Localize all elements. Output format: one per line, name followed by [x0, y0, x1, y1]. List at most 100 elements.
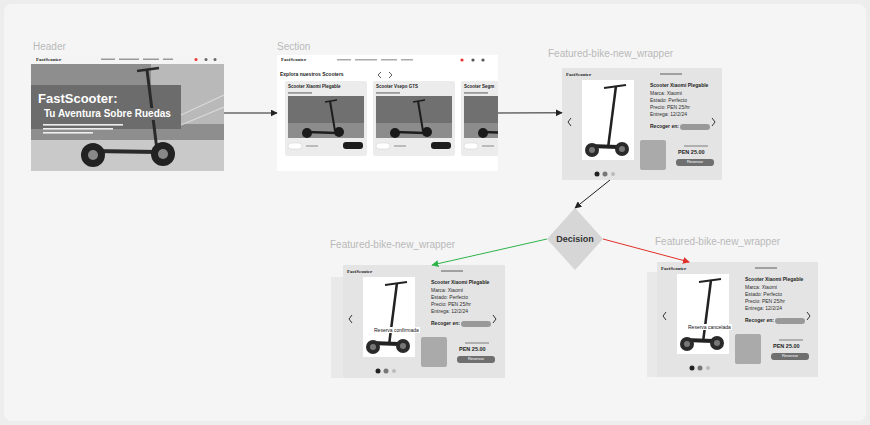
board	[4, 4, 866, 421]
frame-bg	[562, 68, 722, 180]
scooter-card: Scooter Xiaomi Plegable	[285, 81, 367, 156]
logo-text: FastScooter	[347, 269, 372, 275]
prev-chevron	[378, 72, 381, 78]
nav-bar	[381, 59, 397, 61]
nav-bar	[355, 59, 377, 61]
flow-arrow	[575, 180, 610, 208]
frame-heading: Featured-bike-new_wrapper	[330, 239, 455, 251]
flow-arrow	[498, 112, 562, 113]
nav-bar	[101, 59, 115, 61]
section-title: Explora nuestros Scooters	[280, 71, 344, 77]
spec-line: Marca: Xiaomi	[650, 90, 682, 96]
scooter-handlebar	[137, 68, 159, 71]
spec-line: Precio: PEN 25/hr	[745, 298, 785, 304]
frame-heading: Section	[277, 41, 310, 53]
logo-text: FastScooter	[281, 57, 306, 63]
button-label: Reservar	[771, 354, 809, 359]
status-message: Reserva cancelada	[687, 324, 732, 330]
nav-bar	[401, 59, 413, 61]
page-frame: Featured-bike-new_wrapperFastScooterScoo…	[562, 68, 722, 180]
spec-line: Precio: PEN 25/hr	[431, 301, 471, 307]
flow-arrow	[224, 113, 277, 114]
railing	[181, 95, 224, 115]
logo-text: FastScooter	[36, 57, 61, 63]
page-frame: SectionFastScooterExplora nuestros Scoot…	[277, 55, 498, 171]
wheel-hub	[88, 150, 98, 160]
page-frame: HeaderFastScooterFastScooter:Tu Aventura…	[31, 55, 224, 171]
price-text: PEN 25.00	[773, 343, 800, 350]
card-art	[461, 81, 498, 156]
nav-bar	[119, 59, 139, 61]
photo	[31, 64, 224, 171]
scooter-wheel	[151, 142, 175, 166]
nav-icon	[471, 58, 474, 61]
spec-line: Entrega: 12/2/24	[431, 308, 468, 314]
frame-heading: Featured-bike-new_wrapper	[548, 48, 673, 60]
hero-title: FastScooter:	[37, 91, 118, 107]
button-label: Reservar	[676, 160, 714, 165]
logo-text: FastScooter	[566, 72, 591, 78]
card-art	[461, 81, 498, 156]
product-title: Scooter Xiaomi Plegable	[650, 82, 708, 88]
frame-art	[349, 270, 496, 374]
decision-diamond: Decision	[547, 208, 603, 270]
diamond-outline	[547, 208, 603, 270]
frame-bg	[343, 265, 505, 378]
price-text: PEN 25.00	[459, 346, 486, 353]
spec-line: Entrega: 12/2/24	[745, 305, 782, 311]
nav-icon	[481, 58, 484, 61]
spec-line: Marca: Xiaomi	[431, 287, 463, 293]
spec-line: Estado: Perfecto	[431, 294, 468, 300]
spec-line: Precio: PEN 25/hr	[650, 104, 690, 110]
nav-bar	[143, 59, 159, 61]
scooter-card: Scooter Segm	[461, 81, 498, 156]
card-art	[285, 81, 367, 156]
next-chevron	[389, 72, 392, 78]
card-art	[373, 81, 455, 156]
status-message: Reserva confirmada	[373, 327, 420, 333]
top-bar	[31, 55, 224, 64]
frame-heading: Featured-bike-new_wrapper	[655, 236, 780, 248]
nav-icon	[460, 58, 463, 61]
spec-line: Estado: Perfecto	[650, 97, 687, 103]
nav-icon	[195, 58, 198, 61]
paragraph-line	[43, 128, 113, 130]
wheel-hub	[158, 149, 168, 159]
shade	[31, 85, 181, 129]
paragraph-line	[43, 124, 123, 126]
frame-art	[568, 73, 715, 177]
product-title: Scooter Xiaomi Plegable	[431, 279, 489, 285]
pickup-label: Recoger en:	[431, 320, 460, 326]
railing	[181, 107, 224, 125]
hero-subtitle: Tu Aventura Sobre Ruedas	[43, 108, 172, 120]
spec-line: Marca: Xiaomi	[745, 284, 777, 290]
nav-icon	[214, 58, 217, 61]
button-label: Reservar	[457, 357, 495, 362]
header-art	[31, 55, 224, 171]
pickup-label: Recoger en:	[745, 317, 774, 323]
paragraph-line	[43, 132, 93, 134]
decision-label: Decision	[556, 234, 594, 245]
price-text: PEN 25.00	[678, 149, 705, 156]
frame-art	[663, 267, 810, 371]
page-frame: Featured-bike-new_wrapperFastScooterScoo…	[657, 262, 818, 377]
frame-heading: Header	[33, 41, 66, 53]
product-title: Scooter Xiaomi Plegable	[745, 276, 803, 282]
nav-bar	[337, 59, 351, 61]
nav-bar	[163, 59, 173, 61]
card-title: Scooter Vsepo GTS	[376, 84, 418, 89]
ground	[31, 140, 224, 171]
page-frame: Featured-bike-new_wrapperFastScooterScoo…	[343, 265, 505, 378]
frame-bg	[657, 262, 818, 377]
logo-text: FastScooter	[661, 266, 686, 272]
scooter-wheel	[81, 143, 105, 167]
spec-line: Estado: Perfecto	[745, 291, 782, 297]
pickup-label: Recoger en:	[650, 123, 679, 129]
scooter-card: Scooter Vsepo GTS	[373, 81, 455, 156]
card-title: Scooter Xiaomi Plegable	[288, 84, 341, 89]
spec-line: Entrega: 12/2/24	[650, 111, 687, 117]
